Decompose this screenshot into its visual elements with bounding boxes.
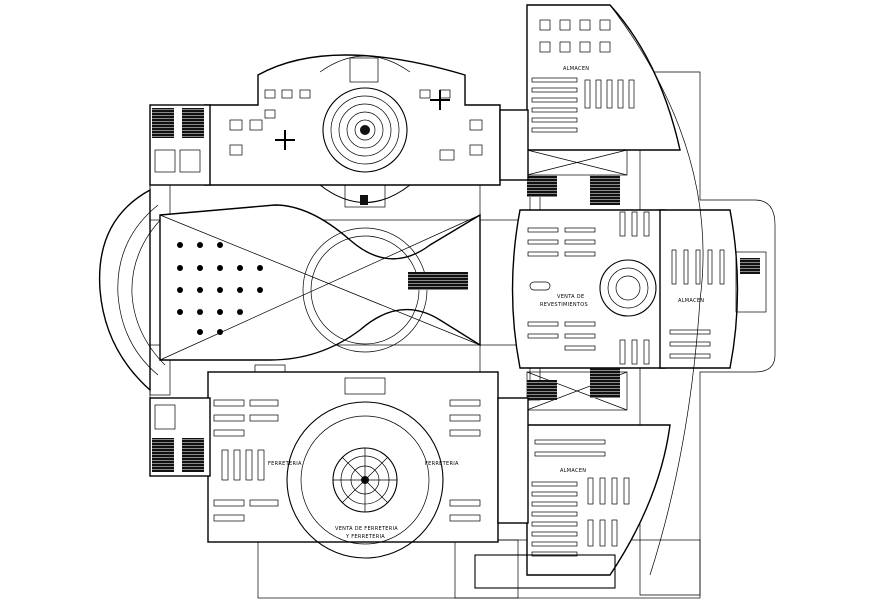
label-almacen-bottom: ALMACEN xyxy=(560,468,586,474)
label-venta-revestimientos-1: VENTA DE xyxy=(557,294,584,300)
label-ferreteria-right: FERRETERIA xyxy=(425,461,459,467)
label-almacen-right: ALMACEN xyxy=(678,298,704,304)
label-venta-revestimientos-2: REVESTIMIENTOS xyxy=(540,302,588,308)
central-sales-area: VENTA DE REVESTIMIENTOS xyxy=(511,209,666,369)
label-venta-ferreteria-2: Y FERRETERIA xyxy=(345,534,385,540)
label-ferreteria-left: FERRETERIA xyxy=(268,461,302,467)
top-central-block xyxy=(204,54,501,208)
bottom-warehouse: ALMACEN xyxy=(474,368,671,589)
label-almacen-top: ALMACEN xyxy=(563,66,589,72)
bottom-central-block: FERRETERIA FERRETERIA VENTA DE FERRETERI… xyxy=(207,371,499,559)
top-warehouse: ALMACEN xyxy=(499,4,681,205)
outer-curve xyxy=(609,4,704,576)
left-service-block xyxy=(149,104,211,186)
left-lobby xyxy=(98,188,481,392)
label-venta-ferreteria-1: VENTA DE FERRETERIA xyxy=(335,526,398,532)
seating-clusters xyxy=(177,242,263,335)
bottom-left-service-block xyxy=(149,397,211,477)
right-warehouse: ALMACEN xyxy=(659,209,767,369)
